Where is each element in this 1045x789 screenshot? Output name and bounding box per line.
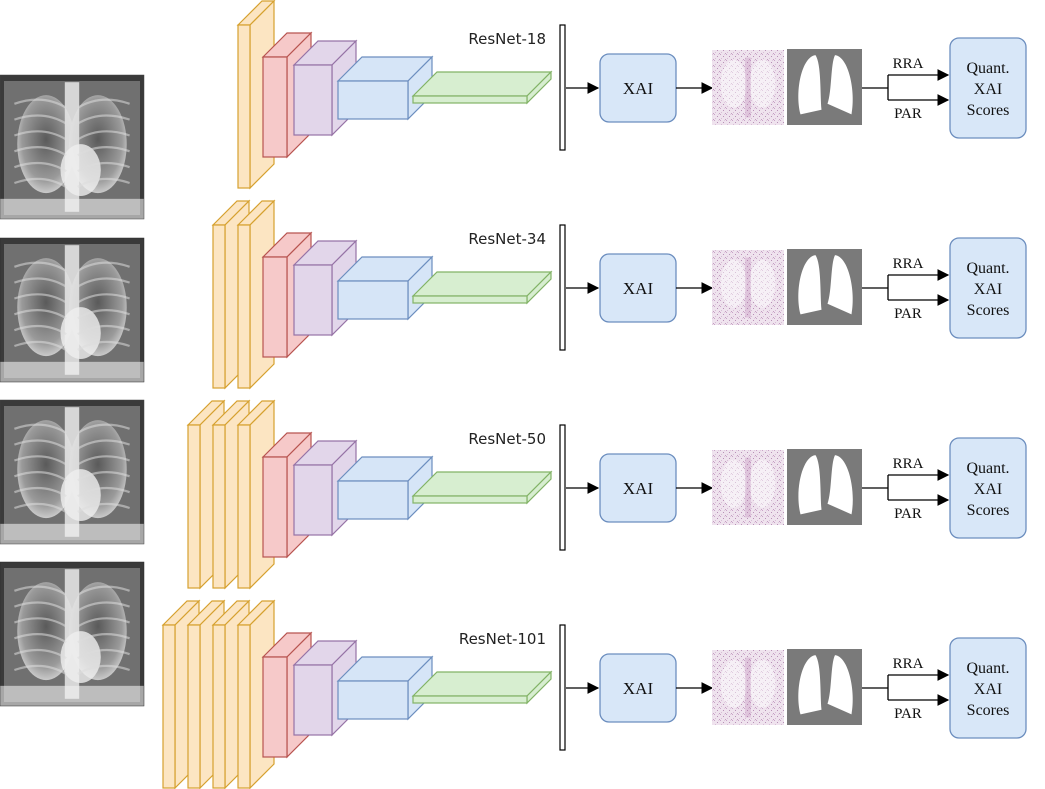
vertical-bar	[559, 24, 566, 151]
fc-layer-block	[411, 470, 553, 505]
quant-xai-scores-box	[949, 637, 1027, 739]
saliency-heatmap-image	[712, 50, 784, 125]
lung-segmentation-mask-image	[787, 449, 862, 525]
blue-layer-block	[336, 455, 434, 521]
rra-label: RRA	[893, 56, 924, 72]
chest-xray-image	[0, 74, 145, 220]
scores-label-line-3: Scores	[967, 502, 1010, 519]
network-label: ResNet-101	[459, 630, 546, 648]
blue-layer-block	[336, 55, 434, 121]
quant-xai-scores-box	[949, 37, 1027, 139]
scores-label-line-2: XAI	[974, 681, 1002, 698]
vertical-bar	[559, 424, 566, 551]
fc-layer-block	[411, 70, 553, 105]
scores-label-line-1: Quant.	[966, 460, 1009, 477]
lung-segmentation-mask-image	[787, 649, 862, 725]
network-label: ResNet-18	[468, 30, 546, 48]
lung-segmentation-mask-image	[787, 249, 862, 325]
quant-xai-scores-box	[949, 237, 1027, 339]
xai-label: XAI	[623, 679, 654, 698]
rra-label: RRA	[893, 656, 924, 672]
network-label: ResNet-34	[468, 230, 546, 248]
fc-layer-block	[411, 670, 553, 705]
conv-block-1	[236, 0, 276, 190]
xai-label: XAI	[623, 479, 654, 498]
scores-label-line-2: XAI	[974, 81, 1002, 98]
vertical-bar	[559, 224, 566, 351]
saliency-heatmap-image	[712, 250, 784, 325]
blue-layer-block	[336, 255, 434, 321]
par-label: PAR	[894, 106, 922, 122]
conv-block-4	[236, 599, 276, 789]
scores-label-line-2: XAI	[974, 481, 1002, 498]
scores-label-line-1: Quant.	[966, 660, 1009, 677]
rra-label: RRA	[893, 256, 924, 272]
scores-label-line-1: Quant.	[966, 260, 1009, 277]
saliency-heatmap-image	[712, 650, 784, 725]
scores-label-line-3: Scores	[967, 302, 1010, 319]
scores-label-line-2: XAI	[974, 281, 1002, 298]
chest-xray-image	[0, 237, 145, 383]
rra-label: RRA	[893, 456, 924, 472]
fc-layer-block	[411, 270, 553, 305]
par-label: PAR	[894, 706, 922, 722]
par-label: PAR	[894, 506, 922, 522]
xai-label: XAI	[623, 79, 654, 98]
saliency-heatmap-image	[712, 450, 784, 525]
vertical-bar	[559, 624, 566, 751]
par-label: PAR	[894, 306, 922, 322]
chest-xray-image	[0, 399, 145, 545]
scores-label-line-3: Scores	[967, 702, 1010, 719]
quant-xai-scores-box	[949, 437, 1027, 539]
chest-xray-image	[0, 561, 145, 707]
network-label: ResNet-50	[468, 430, 546, 448]
lung-segmentation-mask-image	[787, 49, 862, 125]
blue-layer-block	[336, 655, 434, 721]
scores-label-line-3: Scores	[967, 102, 1010, 119]
xai-label: XAI	[623, 279, 654, 298]
scores-label-line-1: Quant.	[966, 60, 1009, 77]
